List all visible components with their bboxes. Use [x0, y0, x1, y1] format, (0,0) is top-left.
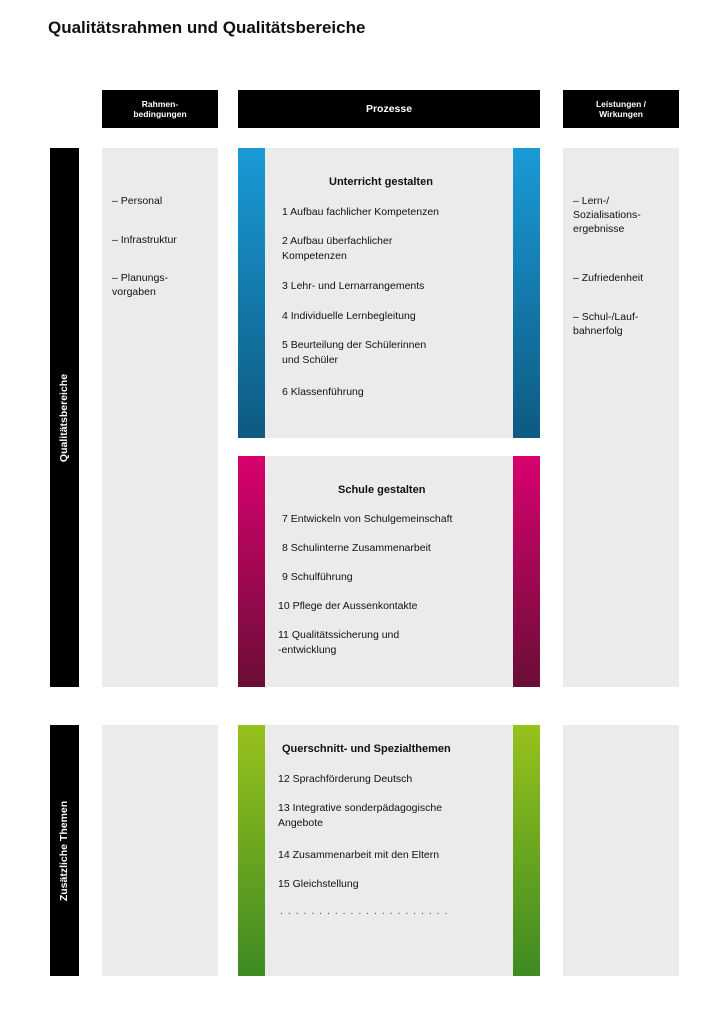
unterricht-item-1: 1 Aufbau fachlicher Kompetenzen: [282, 206, 440, 218]
leistungen-item-laufbahnerfolg: – Schul-/Lauf- bahnerfolg: [573, 311, 639, 337]
rahmen-panel-zusatz: [102, 725, 218, 976]
querschnitt-title: Querschnitt- und Spezialthemen: [282, 743, 451, 755]
querschnitt-left-bar: [238, 725, 265, 976]
rahmen-item-planungsvorgaben: – Planungs- vorgaben: [112, 272, 169, 298]
querschnitt-item-13: 13 Integrative sonderpädagogische Angebo…: [278, 802, 443, 829]
unterricht-item-5: 5 Beurteilung der Schülerinnen und Schül…: [282, 339, 427, 366]
header-leistungen: Leistungen / Wirkungen: [563, 90, 679, 128]
schule-item-8: 8 Schulinterne Zusammenarbeit: [282, 542, 431, 554]
unterricht-left-bar: [238, 148, 265, 438]
schule-item-7: 7 Entwickeln von Schulgemeinschaft: [282, 513, 453, 525]
leistungen-item-lernergebnisse: – Lern-/ Sozialisations- ergebnisse: [573, 195, 641, 235]
header-rahmenbedingungen: Rahmen- bedingungen: [102, 90, 218, 128]
querschnitt-item-14: 14 Zusammenarbeit mit den Eltern: [278, 849, 440, 861]
querschnitt-ellipsis: . . . . . . . . . . . . . . . . . . . . …: [280, 905, 449, 917]
querschnitt-item-15: 15 Gleichstellung: [278, 878, 359, 890]
unterricht-item-2: 2 Aufbau überfachlicher Kompetenzen: [282, 235, 393, 262]
schule-right-bar: [513, 456, 540, 687]
unterricht-title: Unterricht gestalten: [329, 176, 433, 188]
unterricht-item-3: 3 Lehr- und Lernarrangements: [282, 280, 425, 292]
header-prozesse-label: Prozesse: [365, 103, 413, 115]
schule-left-bar: [238, 456, 265, 687]
schule-item-9: 9 Schulführung: [282, 571, 353, 583]
leistungen-panel: – Lern-/ Sozialisations- ergebnisse – Zu…: [563, 148, 679, 687]
side-label-qualitaetsbereiche-text: Qualitätsbereiche: [58, 373, 71, 462]
querschnitt-right-bar: [513, 725, 540, 976]
side-label-zusaetzliche-themen-text: Zusätzliche Themen: [58, 800, 71, 901]
page-title: Qualitätsrahmen und Qualitätsbereiche: [48, 18, 366, 37]
header-leistungen-label: Leistungen / Wirkungen: [595, 99, 647, 119]
unterricht-panel: Unterricht gestalten 1 Aufbau fachlicher…: [238, 148, 540, 438]
schule-panel: Schule gestalten 7 Entwickeln von Schulg…: [238, 456, 540, 687]
schule-title: Schule gestalten: [338, 484, 426, 496]
querschnitt-panel: Querschnitt- und Spezialthemen 12 Sprach…: [238, 725, 540, 976]
rahmen-item-personal: – Personal: [112, 195, 163, 207]
leistungen-panel-zusatz: [563, 725, 679, 976]
side-label-zusaetzliche-themen: Zusätzliche Themen: [50, 725, 79, 976]
side-label-qualitaetsbereiche: Qualitätsbereiche: [50, 148, 79, 687]
unterricht-right-bar: [513, 148, 540, 438]
header-rahmenbedingungen-label: Rahmen- bedingungen: [133, 99, 187, 119]
schule-item-11: 11 Qualitätssicherung und -entwicklung: [278, 629, 400, 656]
unterricht-item-6: 6 Klassenführung: [282, 386, 364, 398]
querschnitt-item-12: 12 Sprachförderung Deutsch: [278, 773, 413, 785]
header-prozesse: Prozesse: [238, 90, 540, 128]
unterricht-item-4: 4 Individuelle Lernbegleitung: [282, 310, 416, 322]
schule-item-10: 10 Pflege der Aussenkontakte: [278, 600, 418, 612]
leistungen-item-zufriedenheit: – Zufriedenheit: [573, 272, 644, 284]
rahmen-panel: – Personal – Infrastruktur – Planungs- v…: [102, 148, 218, 687]
rahmen-item-infrastruktur: – Infrastruktur: [112, 234, 177, 246]
